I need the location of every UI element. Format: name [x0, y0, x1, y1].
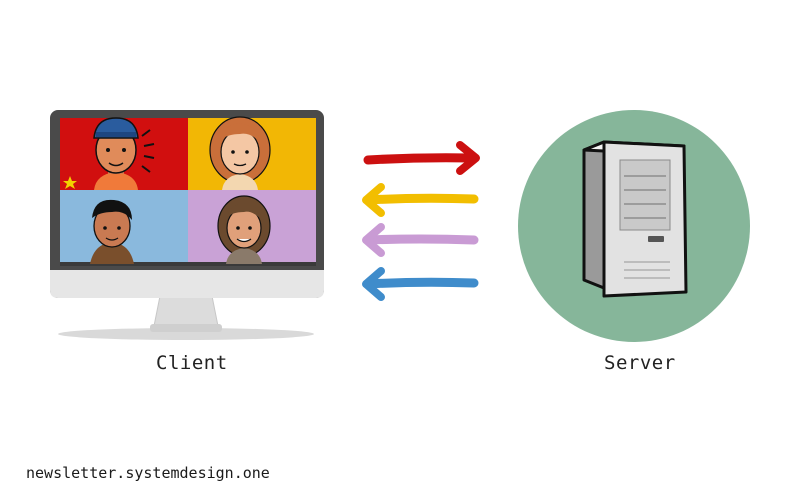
- monitor-shadow: [58, 328, 314, 340]
- footer-watermark: newsletter.systemdesign.one: [26, 464, 270, 482]
- client-label: Client: [156, 352, 228, 374]
- video-call-participant-icon: [209, 116, 271, 190]
- video-call-participant-icon: [63, 117, 155, 190]
- server-tower-icon: [518, 110, 750, 342]
- monitor-stand: [153, 295, 219, 327]
- monitor-stand-base: [150, 324, 222, 332]
- video-call-participant-icon: [217, 195, 271, 264]
- arrow-left-icon: [362, 267, 479, 301]
- monitor-chin: [50, 270, 324, 298]
- server-label: Server: [604, 352, 676, 374]
- arrow-left-icon: [362, 223, 479, 257]
- arrow-right-icon: [363, 141, 480, 175]
- video-call-participant-icon: [90, 199, 134, 264]
- arrow-left-icon: [362, 183, 479, 217]
- computer-monitor-icon: [50, 110, 324, 340]
- star-icon: [63, 176, 77, 189]
